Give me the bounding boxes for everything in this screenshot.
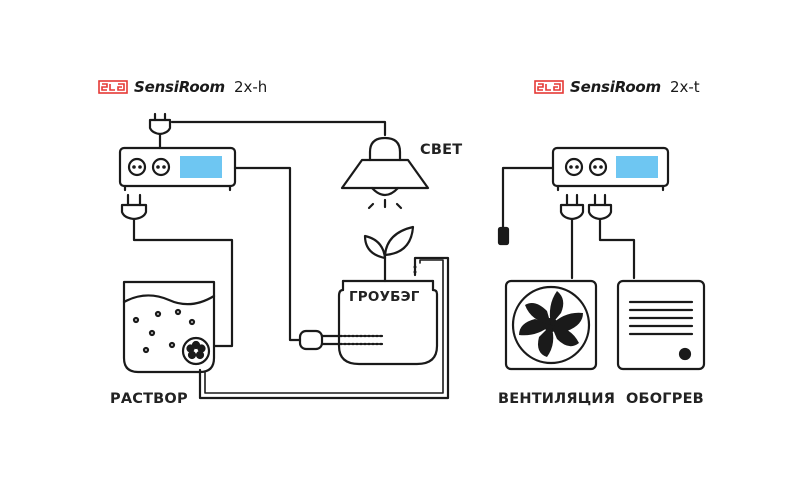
brand-model: 2x-h xyxy=(233,78,268,96)
power-plug-icon xyxy=(148,112,172,150)
brand-2x-h: SensiRoom 2x-h xyxy=(98,78,267,96)
probe-icon xyxy=(298,329,385,351)
label-solution: РАСТВОР xyxy=(110,391,188,407)
fan-icon xyxy=(504,279,598,371)
plug-icon xyxy=(587,193,613,221)
growbag-container xyxy=(337,279,439,366)
controller-2x-t xyxy=(551,146,670,188)
heater-icon xyxy=(616,279,706,371)
label-heating: ОБОГРЕВ xyxy=(626,391,704,407)
pump-icon xyxy=(181,336,211,366)
plant-icon xyxy=(363,225,415,283)
lamp-icon xyxy=(340,136,430,210)
brand-2x-t: SensiRoom 2x-t xyxy=(534,78,700,96)
label-growbag: ГРОУБЭГ xyxy=(349,289,420,305)
brand-name: SensiRoom xyxy=(134,78,225,96)
display-screen xyxy=(616,156,658,178)
temperature-sensor-icon xyxy=(497,226,510,246)
controller-2x-h xyxy=(118,146,237,188)
label-light: СВЕТ xyxy=(420,142,463,158)
display-screen xyxy=(180,156,222,178)
label-ventilation: ВЕНТИЛЯЦИЯ xyxy=(498,391,616,407)
brand-logo-icon xyxy=(534,80,564,94)
plug-icon xyxy=(120,193,148,221)
solution-tank xyxy=(122,280,216,374)
brand-logo-icon xyxy=(98,80,128,94)
plug-icon xyxy=(559,193,585,221)
brand-model: 2x-t xyxy=(669,78,700,96)
brand-name: SensiRoom xyxy=(570,78,661,96)
